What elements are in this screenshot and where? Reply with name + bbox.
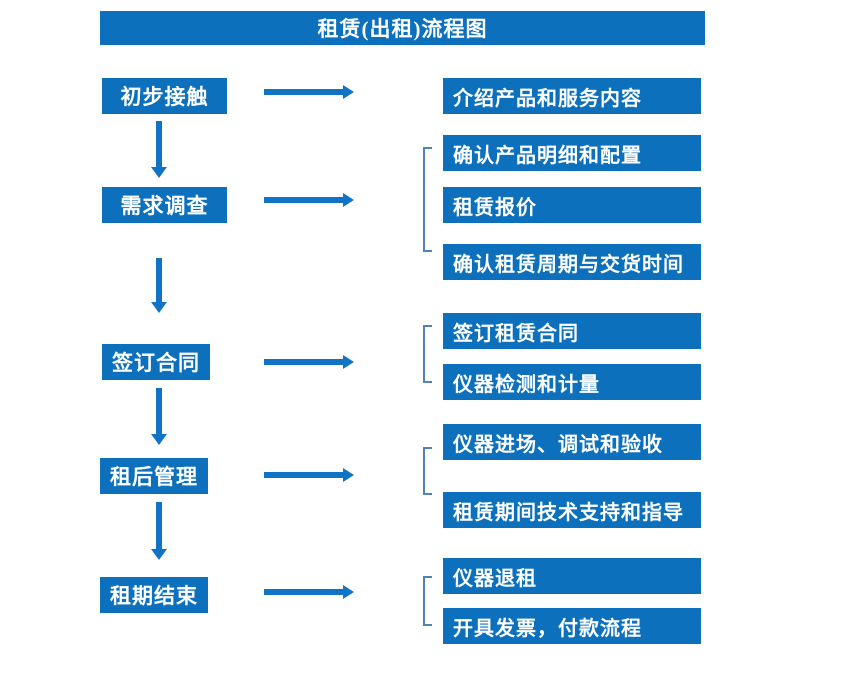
down-arrow <box>151 258 167 313</box>
arrow-shaft <box>156 121 162 168</box>
arrow-shaft <box>264 197 345 203</box>
arrow-head <box>151 302 167 313</box>
down-arrow <box>151 502 167 560</box>
group-bracket <box>423 147 432 252</box>
right-arrow <box>264 468 354 482</box>
arrow-head <box>343 585 354 599</box>
right-arrow <box>264 355 354 369</box>
arrow-head <box>343 355 354 369</box>
step-box-rental-end: 租期结束 <box>100 577 208 613</box>
step-box-initial-contact: 初步接触 <box>102 78 227 114</box>
detail-box: 确认产品明细和配置 <box>443 135 701 171</box>
detail-box: 介绍产品和服务内容 <box>443 78 701 114</box>
right-arrow <box>264 193 354 207</box>
detail-box: 开具发票，付款流程 <box>443 608 701 644</box>
arrow-head <box>343 468 354 482</box>
detail-box: 确认租赁周期与交货时间 <box>443 244 701 280</box>
group-bracket <box>423 447 432 495</box>
detail-box: 签订租赁合同 <box>443 313 701 349</box>
step-box-sign-contract: 签订合同 <box>102 344 210 380</box>
down-arrow <box>151 121 167 178</box>
arrow-shaft <box>156 388 162 435</box>
step-box-demand-survey: 需求调查 <box>102 187 227 223</box>
arrow-shaft <box>264 89 345 95</box>
detail-box: 仪器检测和计量 <box>443 364 701 400</box>
right-arrow <box>264 85 354 99</box>
step-box-post-rental-management: 租后管理 <box>100 458 208 494</box>
diagram-title: 租赁(出租)流程图 <box>100 11 705 45</box>
group-bracket <box>423 325 432 383</box>
arrow-head <box>343 85 354 99</box>
arrow-head <box>343 193 354 207</box>
arrow-head <box>151 167 167 178</box>
arrow-shaft <box>156 502 162 550</box>
detail-box: 租赁报价 <box>443 187 701 223</box>
detail-box: 租赁期间技术支持和指导 <box>443 492 701 528</box>
group-bracket <box>423 576 432 626</box>
arrow-shaft <box>264 589 345 595</box>
arrow-shaft <box>264 359 345 365</box>
arrow-head <box>151 434 167 445</box>
detail-box: 仪器退租 <box>443 558 701 594</box>
down-arrow <box>151 388 167 445</box>
detail-box: 仪器进场、调试和验收 <box>443 424 701 460</box>
arrow-shaft <box>156 258 162 303</box>
arrow-shaft <box>264 472 345 478</box>
right-arrow <box>264 585 354 599</box>
arrow-head <box>151 549 167 560</box>
